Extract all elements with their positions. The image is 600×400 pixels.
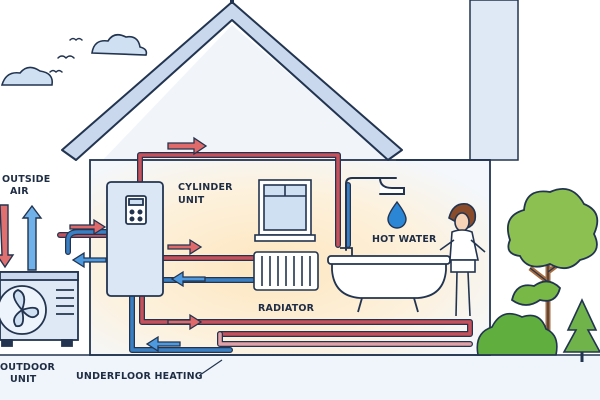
arrow-right-icon (167, 238, 203, 256)
window-icon (254, 179, 316, 242)
label-hot-water: HOT WATER (372, 234, 437, 245)
label-outdoor-unit-2: UNIT (10, 374, 37, 385)
label-underfloor-heating: UNDERFLOOR HEATING (76, 371, 203, 382)
cold-water-pipes (65, 182, 351, 353)
hot-water-pipes (57, 152, 473, 347)
arrow-left-icon (71, 251, 107, 269)
arrow-left-icon (145, 335, 181, 353)
labels: OUTSIDE AIR OUTDOOR UNIT CYLINDER UNIT H… (0, 174, 437, 385)
fan-icon (0, 285, 74, 335)
label-radiator: RADIATOR (258, 303, 315, 314)
arrow-right-icon (167, 313, 203, 331)
label-cylinder-unit-2: UNIT (178, 195, 205, 206)
label-outside-air-1: OUTSIDE (2, 174, 50, 185)
bush (476, 312, 558, 356)
arrow-right-icon (167, 136, 208, 156)
tree-icon (506, 188, 599, 340)
cloud-icon (0, 66, 54, 86)
bird-icon (49, 37, 83, 74)
radiator (253, 251, 319, 291)
label-outside-air-2: AIR (10, 186, 29, 197)
arrow-up-icon (21, 204, 43, 271)
hot-flow-arrows (69, 136, 208, 331)
person-figure (439, 202, 486, 317)
cloud-icon (91, 33, 148, 56)
outdoor-unit (0, 271, 79, 347)
label-cylinder-unit-1: CYLINDER (178, 182, 233, 193)
arrow-left-icon (170, 270, 206, 288)
water-drop-icon (387, 200, 407, 229)
tree-icon (562, 298, 600, 362)
shower-icon (345, 177, 405, 251)
bathtub-icon (327, 247, 451, 313)
label-outdoor-unit-1: OUTDOOR (0, 362, 56, 373)
cylinder-unit (106, 181, 164, 297)
underfloor-pointer (199, 359, 223, 376)
neighbor-house (469, 0, 519, 161)
arrow-down-icon (0, 204, 15, 269)
cold-flow-arrows (71, 251, 206, 353)
arrow-right-icon (69, 218, 107, 236)
outside-air-arrows (0, 204, 43, 271)
